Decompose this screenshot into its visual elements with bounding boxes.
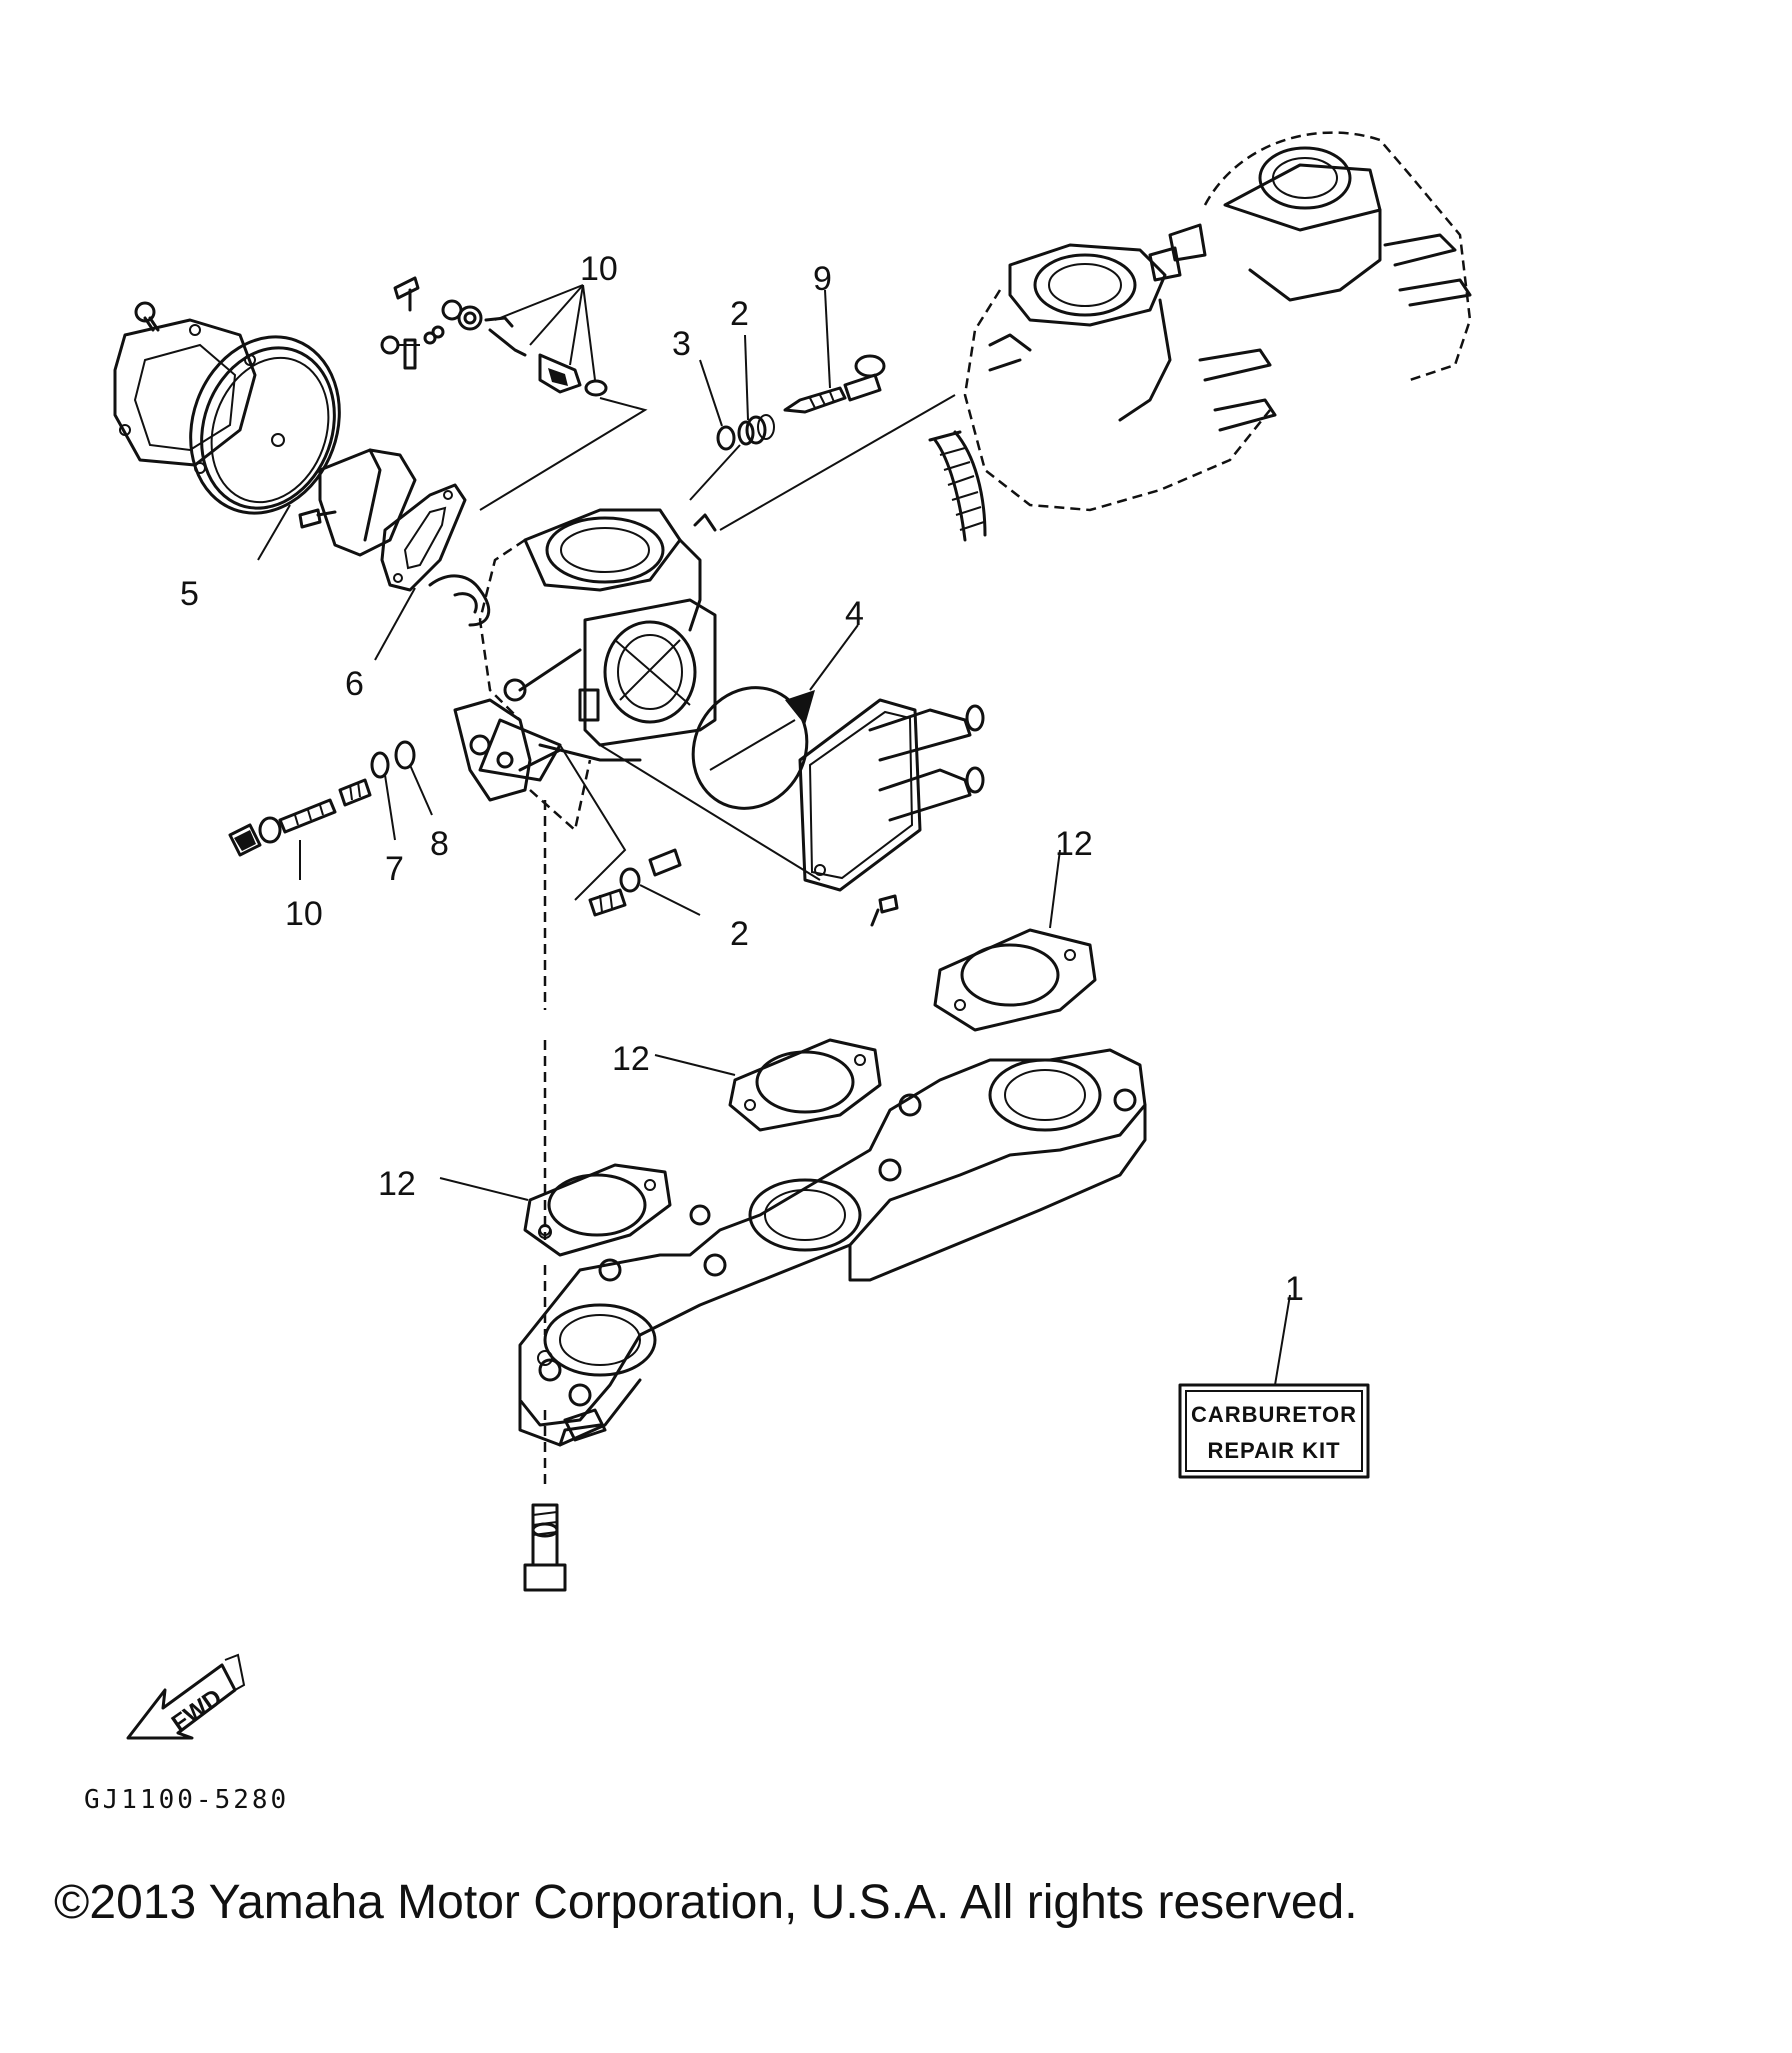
callout-5: 5 — [180, 575, 199, 613]
choke-lever — [453, 698, 592, 833]
middle-carburetor-assembly — [963, 243, 1277, 512]
part-12-gasket-right — [933, 849, 1097, 1032]
repair-kit-line-2: REPAIR KIT — [1207, 1438, 1340, 1463]
part-12-gasket-middle — [654, 1038, 882, 1132]
callout-7: 7 — [385, 850, 404, 888]
forward-arrow-label: FWD — [167, 1684, 227, 1737]
front-carburetor-body — [428, 508, 717, 782]
callout-labels: 10 9 2 3 5 6 4 7 8 10 2 12 12 12 1 — [180, 250, 1304, 1308]
callout-4: 4 — [845, 595, 864, 633]
part-5-diaphragm — [113, 301, 341, 561]
screw-left — [298, 508, 337, 529]
part-9-screw — [783, 289, 886, 414]
callout-8: 8 — [430, 825, 449, 863]
part-7-washer — [370, 751, 396, 841]
mounting-bolt — [523, 800, 567, 1592]
part-11-float-parts — [380, 276, 608, 397]
callout-12b: 12 — [612, 1040, 650, 1078]
callout-2b: 2 — [730, 915, 749, 953]
callout-3: 3 — [672, 325, 691, 363]
copyright-notice: ©2013 Yamaha Motor Corporation, U.S.A. A… — [54, 1876, 1358, 1929]
intake-manifold — [518, 1048, 1147, 1447]
part-2-lower-spring — [588, 848, 701, 917]
repair-kit-line-1: CARBURETOR — [1191, 1402, 1357, 1427]
repair-kit-box: CARBURETOR REPAIR KIT — [1178, 1294, 1370, 1479]
callout-9: 9 — [813, 260, 832, 298]
callout-1: 1 — [1285, 1270, 1304, 1308]
callout-11: 10 — [580, 250, 618, 288]
pump-cover — [318, 448, 417, 557]
spring-small-left — [338, 778, 372, 807]
callout-6: 6 — [345, 665, 364, 703]
part-2-upper-spring — [737, 334, 775, 446]
fuel-hose-spring — [928, 430, 987, 542]
callout-12c: 12 — [378, 1165, 416, 1203]
rear-carburetor-assembly — [1148, 131, 1472, 382]
part-6-gasket — [374, 483, 467, 661]
forward-arrow-icon: FWD — [126, 1653, 246, 1740]
diagram-code: GJ1100-5280 — [84, 1785, 289, 1815]
fuel-pump-body — [798, 698, 985, 927]
part-4-diaphragm — [691, 624, 859, 810]
part-10-screw — [228, 798, 337, 880]
part-3-o-ring — [699, 359, 736, 451]
callout-10: 10 — [285, 895, 323, 933]
callout-12a: 12 — [1055, 825, 1093, 863]
leader-lines — [479, 394, 956, 901]
callout-2a: 2 — [730, 295, 749, 333]
part-8-o-ring — [394, 740, 433, 816]
part-12-gasket-left — [439, 1163, 672, 1257]
